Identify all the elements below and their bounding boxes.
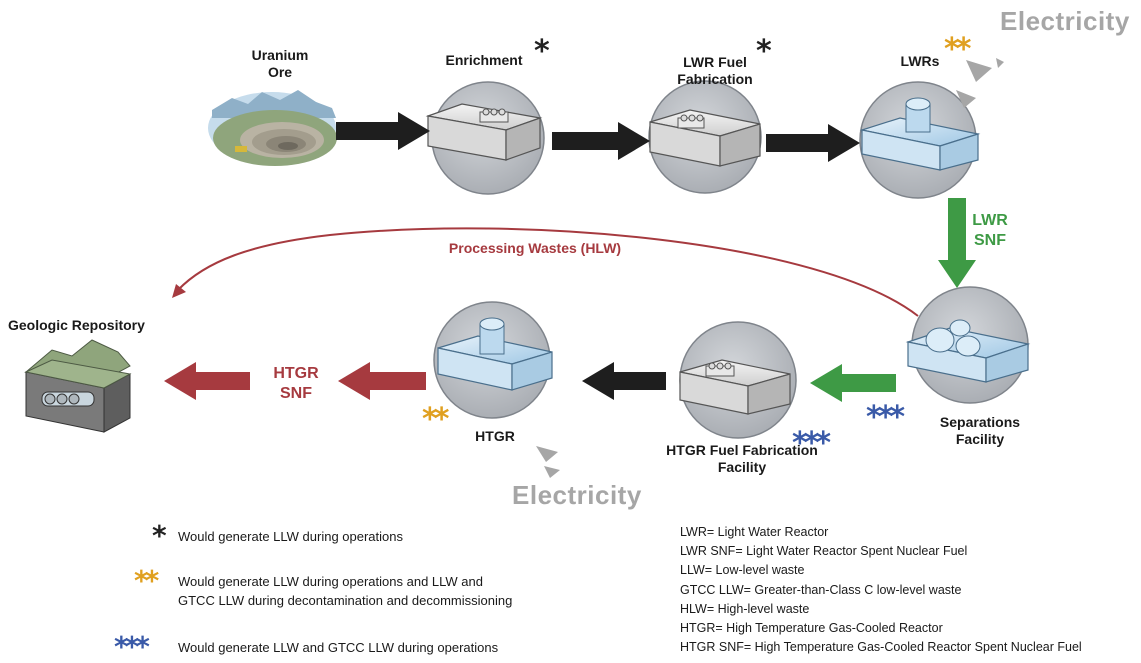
electricity-indicator-top (956, 58, 1004, 108)
legend-text-two-line2: GTCC LLW during decontamination and deco… (178, 593, 513, 608)
arrow-separations-to-htgr-fab (810, 364, 896, 402)
uranium-mine-icon (208, 90, 337, 166)
label-lwr-snf: LWR SNF (972, 212, 1008, 249)
lwr-fuel-fabrication-icon (648, 80, 762, 194)
label-htgr-fuel-fabrication: HTGR Fuel Fabrication Facility (666, 442, 818, 475)
legend-text-three: Would generate LLW and GTCC LLW during o… (178, 640, 499, 655)
geologic-repository-icon (24, 339, 132, 433)
abbreviation-item: LWR= Light Water Reactor (680, 525, 829, 539)
arrow-enrichment-to-fabrication (552, 122, 650, 160)
label-htgr: HTGR (475, 428, 515, 444)
enrichment-facility-icon (425, 81, 545, 195)
legend-text-two-line1: Would generate LLW during operations and… (178, 574, 483, 589)
arrow-htgr-fab-to-htgr (582, 362, 666, 400)
arrow-ore-to-enrichment (336, 112, 430, 150)
marker-separations: *** (866, 400, 905, 435)
label-lwr-fuel-fabrication: LWR Fuel Fabrication (677, 54, 753, 87)
marker-enrichment: * (534, 34, 550, 69)
htgr-fuel-fabrication-icon (679, 321, 797, 439)
abbreviation-item: GTCC LLW= Greater-than-Class C low-level… (680, 582, 962, 597)
legend-marker-two: ** (134, 564, 159, 597)
label-enrichment: Enrichment (445, 52, 523, 68)
electricity-indicator-bottom (536, 446, 560, 478)
abbreviation-item: LLW= Low-level waste (680, 563, 805, 578)
abbreviation-item: HLW= High-level waste (680, 601, 810, 616)
abbreviation-item: LWR SNF= Light Water Reactor Spent Nucle… (680, 544, 968, 559)
label-processing-wastes: Processing Wastes (HLW) (448, 240, 622, 256)
separations-facility-icon (905, 286, 1031, 404)
lwr-reactor-icon (859, 81, 981, 199)
abbreviation-item: HTGR= High Temperature Gas-Cooled Reacto… (680, 621, 943, 636)
label-electricity-bottom: Electricity (512, 480, 642, 510)
arrow-htgr-to-htgr-snf (338, 362, 426, 400)
arrow-lwr-snf-down (938, 198, 976, 288)
label-htgr-snf: HTGR SNF (273, 365, 319, 402)
arrow-fabrication-to-lwr (766, 124, 860, 162)
label-lwrs: LWRs (900, 53, 940, 69)
marker-htgr: ** (422, 402, 449, 437)
legend-marker-three: *** (114, 630, 150, 663)
label-geologic-repository: Geologic Repository (8, 317, 145, 333)
label-separations-facility: Separations Facility (939, 414, 1021, 447)
marker-htgr-fuel-fabrication: *** (792, 426, 831, 461)
marker-lwrs: ** (944, 32, 971, 67)
abbreviation-list: LWR= Light Water Reactor LWR SNF= Light … (680, 523, 1082, 657)
marker-lwr-fuel-fabrication: * (756, 34, 772, 69)
htgr-reactor-icon (433, 301, 553, 419)
arrow-htgr-snf-to-repository (164, 362, 250, 400)
label-uranium-ore: Uranium Ore (251, 47, 309, 80)
legend-marker-one: * (152, 519, 167, 552)
arrow-processing-wastes (172, 227, 919, 317)
label-electricity-top: Electricity (1000, 6, 1130, 36)
abbreviation-item: HTGR SNF= High Temperature Gas-Cooled Re… (680, 640, 1082, 655)
legend-text-one: Would generate LLW during operations (178, 529, 403, 544)
